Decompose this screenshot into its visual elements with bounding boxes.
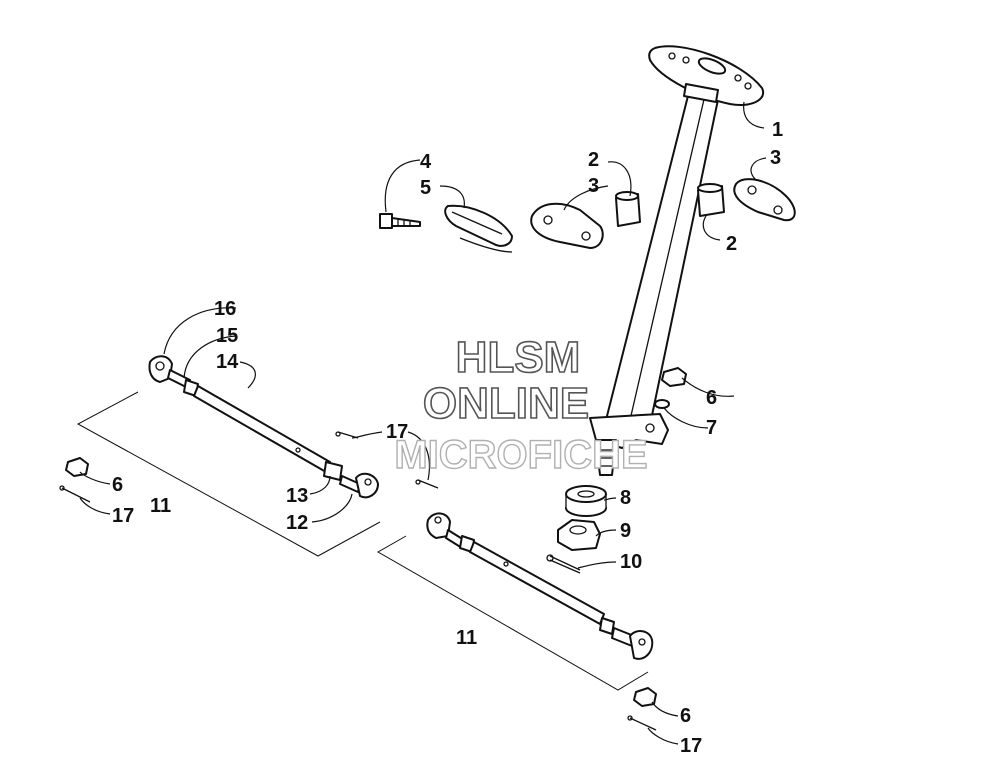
nut-left — [65, 457, 89, 477]
cotter-pin-left — [59, 485, 91, 503]
watermark-line3: MICROFICHE — [394, 433, 647, 477]
callouts: 1 2 2 3 3 4 5 6 6 6 7 8 9 10 11 11 12 13… — [112, 119, 783, 757]
post-washer — [654, 399, 670, 409]
bushing-right — [697, 183, 725, 217]
callout-11-upper: 11 — [150, 495, 171, 517]
callout-1: 1 — [772, 119, 783, 141]
callout-3-right: 3 — [770, 147, 781, 169]
callout-3-left: 3 — [588, 175, 599, 197]
bearing — [565, 485, 607, 517]
cap-left — [530, 202, 604, 249]
leader-lines — [79, 101, 767, 745]
cotter-pin-post — [546, 554, 581, 574]
post-nut — [661, 367, 687, 387]
cap-right — [733, 178, 796, 222]
watermark: HLSM ONLINE MICROFICHE — [394, 332, 649, 478]
bracket-lower — [376, 535, 649, 691]
steering-post — [589, 45, 765, 476]
cotter-pin-bottom — [627, 715, 657, 731]
callout-6-post: 6 — [706, 387, 717, 409]
callout-2-left: 2 — [588, 149, 599, 171]
callout-17-bottom: 17 — [680, 735, 702, 757]
callout-13: 13 — [286, 485, 308, 507]
callout-2-right: 2 — [726, 233, 737, 255]
callout-9: 9 — [620, 520, 631, 542]
callout-6-left: 6 — [112, 474, 123, 496]
callout-11-lower: 11 — [456, 627, 477, 649]
callout-5: 5 — [420, 177, 431, 199]
callout-17-middle: 17 — [386, 421, 408, 443]
retaining-clip — [444, 204, 513, 253]
callout-14: 14 — [216, 351, 239, 373]
bushing-left — [615, 191, 641, 227]
callout-7: 7 — [706, 417, 717, 439]
callout-16: 16 — [214, 298, 236, 320]
tie-rod-upper — [148, 355, 379, 499]
tie-rod-lower — [426, 512, 654, 660]
cotter-pin-lower-mid — [415, 479, 439, 489]
castle-nut — [557, 519, 601, 551]
watermark-line1: HLSM — [456, 333, 581, 382]
callout-12: 12 — [286, 512, 308, 534]
cap-bolt — [379, 213, 421, 229]
callout-8: 8 — [620, 487, 631, 509]
callout-15: 15 — [216, 325, 238, 347]
callout-6-bottom: 6 — [680, 705, 691, 727]
cotter-pin-upper — [335, 431, 359, 439]
callout-4: 4 — [420, 151, 432, 173]
bracket-upper — [76, 391, 381, 557]
callout-10: 10 — [620, 551, 642, 573]
callout-17-left: 17 — [112, 505, 134, 527]
watermark-line2: ONLINE — [423, 379, 589, 428]
